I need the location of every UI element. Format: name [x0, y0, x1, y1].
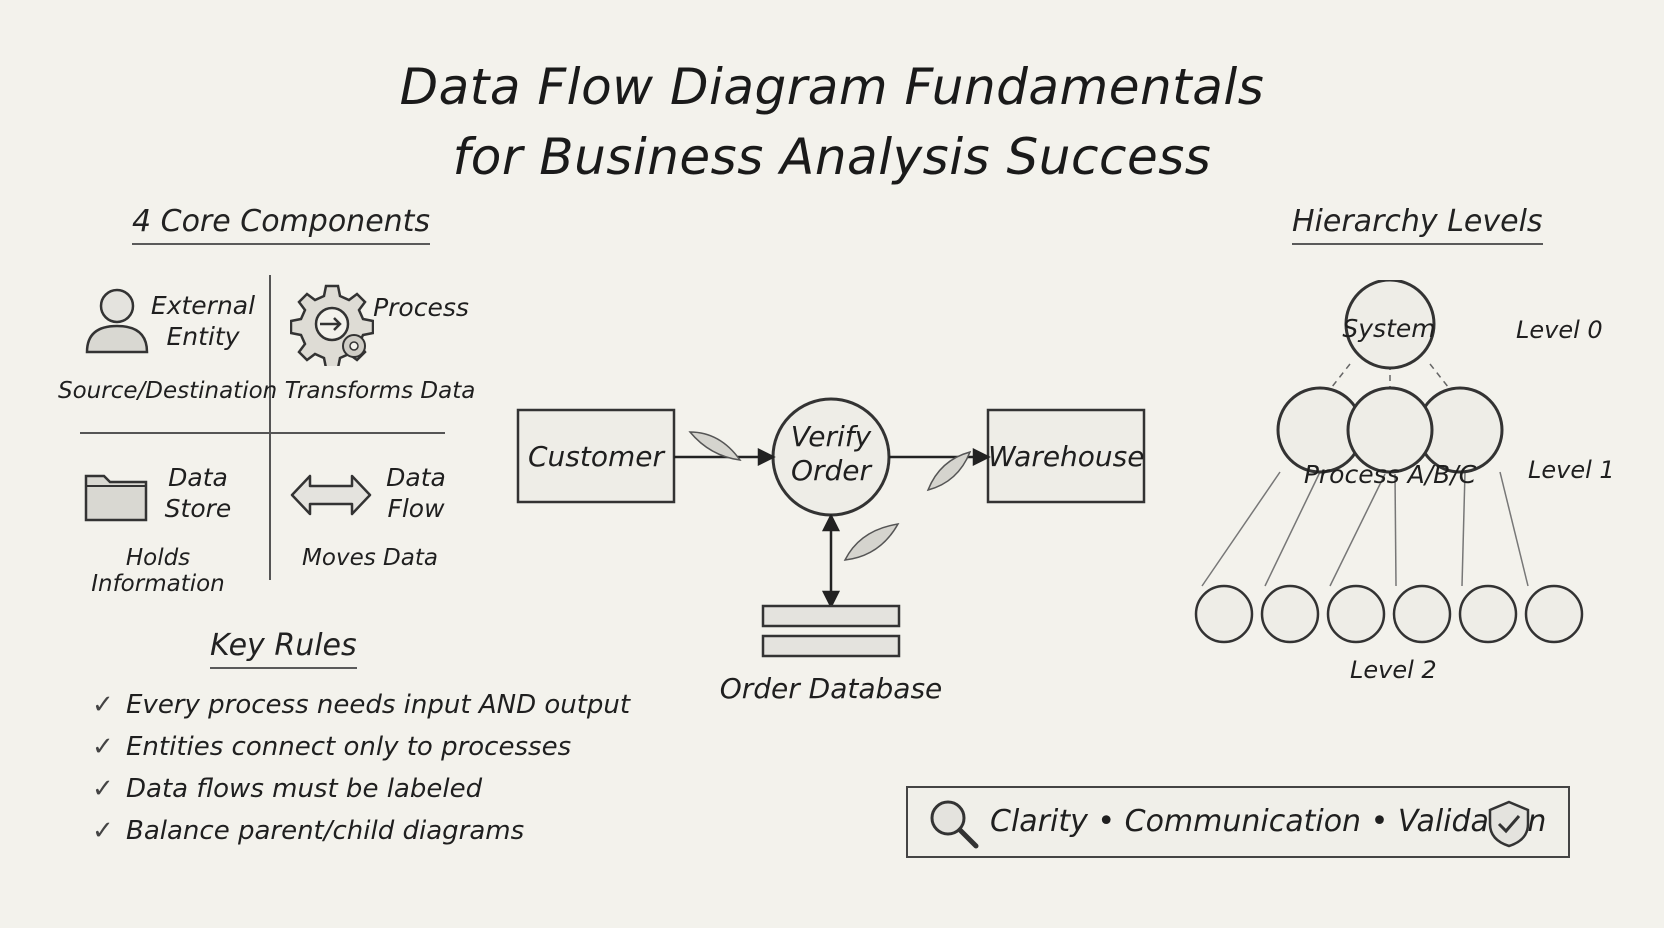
data-flow-line2: Flow [387, 494, 445, 523]
external-entity-line2: Entity [166, 322, 240, 351]
component-label-external-entity: External Entity [148, 290, 258, 352]
customer-label: Customer [527, 440, 664, 473]
order-database-label: Order Database [719, 672, 943, 705]
folder-icon [84, 474, 148, 522]
check-icon: ✓ [92, 690, 114, 720]
component-label-data-store: Data Store [150, 462, 246, 524]
level2-node [1458, 584, 1518, 644]
order-database-store-top [761, 604, 901, 628]
level2-nodes [1194, 584, 1584, 644]
process-line1: Process [373, 293, 469, 322]
double-arrow-icon [290, 474, 372, 516]
rule-item: ✓ Every process needs input AND output [92, 690, 630, 720]
components-grid [80, 275, 445, 580]
rule-item: ✓ Balance parent/child diagrams [92, 816, 524, 846]
level-0-label: Level 0 [1516, 316, 1603, 344]
example-diagram [516, 397, 1146, 658]
verify-order-line2: Order [790, 454, 872, 487]
rule-item: ✓ Entities connect only to processes [92, 732, 571, 762]
data-store-line1: Data [168, 463, 228, 492]
level-2-label: Level 2 [1350, 656, 1437, 684]
page-title: Data Flow Diagram Fundamentals for Busin… [0, 52, 1664, 192]
data-flow-line1: Data [386, 463, 446, 492]
level2-node [1326, 584, 1386, 644]
components-heading: 4 Core Components [132, 204, 431, 245]
data-store-line2: Store [164, 494, 232, 523]
rules-heading: Key Rules [210, 628, 357, 669]
system-node [1344, 280, 1436, 370]
check-icon: ✓ [92, 732, 114, 762]
component-sub-external-entity: Source/Destination [58, 378, 278, 404]
check-icon: ✓ [92, 816, 114, 846]
hierarchy-heading: Hierarchy Levels [1292, 204, 1543, 245]
process-node-b [1346, 386, 1434, 474]
rule-text: Balance parent/child diagrams [126, 816, 525, 846]
component-sub-process: Transforms Data [284, 378, 476, 404]
title-line-2: for Business Analysis Success [452, 128, 1212, 186]
gear-icon [290, 284, 374, 366]
principles-banner [906, 786, 1570, 858]
level-1-label: Level 1 [1528, 456, 1615, 484]
person-icon [85, 288, 149, 354]
rule-text: Every process needs input AND output [126, 690, 631, 720]
flow-arrows [674, 447, 991, 609]
hierarchy-lines [1201, 471, 1529, 587]
component-label-data-flow: Data Flow [366, 462, 466, 524]
verify-order-line1: Verify [790, 420, 872, 453]
rule-text: Entities connect only to processes [126, 732, 572, 762]
order-database-store-bottom [761, 634, 901, 658]
rule-text: Data flows must be labeled [126, 774, 483, 804]
verify-order-label: Verify Order [766, 420, 896, 488]
system-node-label: System [1342, 314, 1436, 343]
level2-node [1392, 584, 1452, 644]
external-entity-line1: External [150, 291, 256, 320]
customer-entity-box [516, 408, 676, 504]
component-sub-data-flow: Moves Data [302, 545, 438, 571]
level2-node [1260, 584, 1320, 644]
magnifier-icon [930, 800, 979, 849]
hierarchy-diagram [1194, 280, 1584, 644]
rule-item: ✓ Data flows must be labeled [92, 774, 482, 804]
warehouse-label: Warehouse [988, 440, 1145, 473]
title-line-1: Data Flow Diagram Fundamentals [399, 58, 1265, 116]
process-node-label: Process A/B/C [1303, 460, 1477, 489]
shield-check-icon [1488, 800, 1530, 848]
component-sub-data-store: Holds Information [91, 545, 225, 597]
principles-text: Clarity • Communication • Validation [990, 804, 1547, 839]
check-icon: ✓ [92, 774, 114, 804]
component-label-process: Process [366, 292, 476, 323]
feather-icon [688, 431, 972, 561]
level2-node [1524, 584, 1584, 644]
level2-node [1194, 584, 1254, 644]
